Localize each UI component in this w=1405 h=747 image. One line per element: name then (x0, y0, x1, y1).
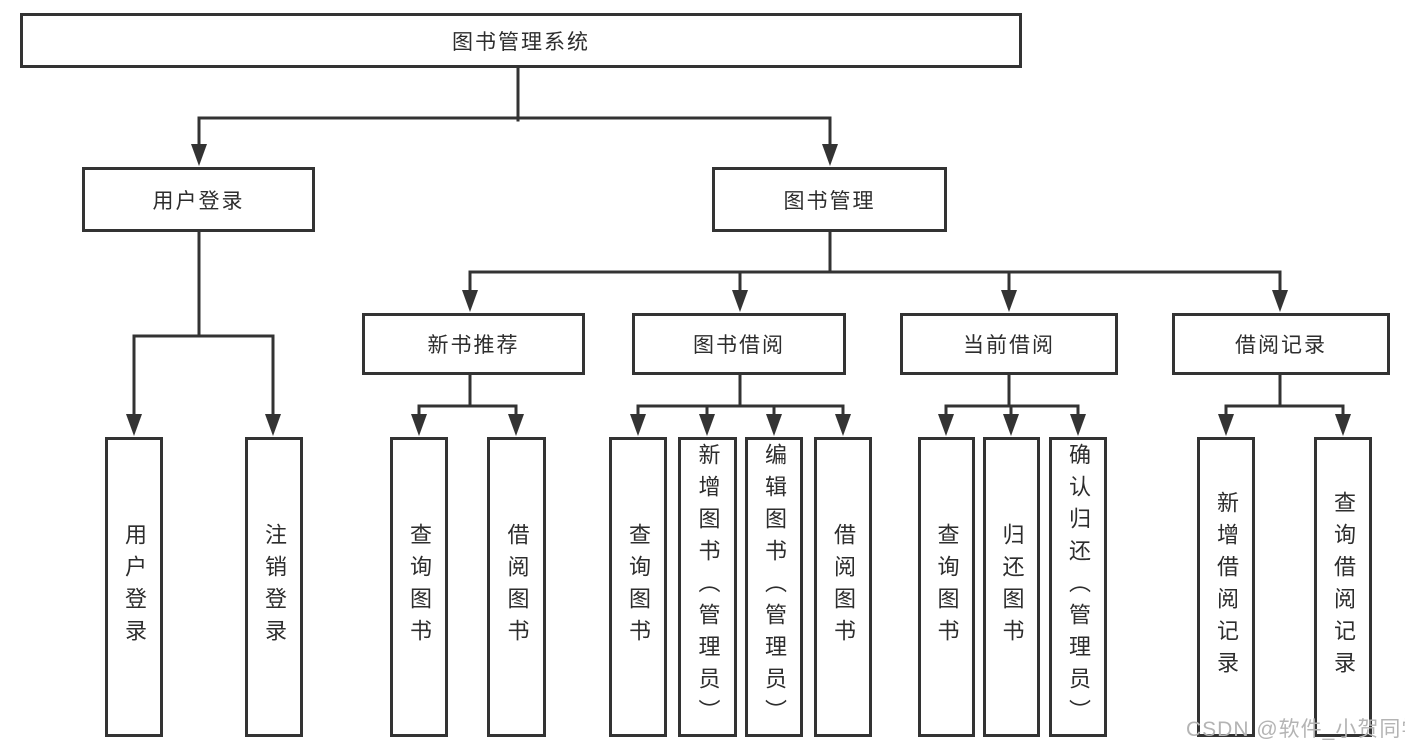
watermark: CSDN @软件_小贺同学 (1186, 718, 1405, 741)
leaf-query-books-current: 查询图书 (918, 437, 975, 737)
leaf-confirm-return-admin: 确认归还（管理员） (1049, 437, 1107, 737)
leaf-borrow-books-recommend: 借阅图书 (487, 437, 546, 737)
leaf-borrow-books: 借阅图书 (814, 437, 872, 737)
leaf-query-books-borrowing: 查询图书 (609, 437, 667, 737)
node-new-book-recommendation: 新书推荐 (362, 313, 585, 375)
leaf-user-login: 用户登录 (105, 437, 163, 737)
leaf-query-books-recommend: 查询图书 (390, 437, 448, 737)
node-user-login: 用户登录 (82, 167, 315, 232)
leaf-query-borrow-record: 查询借阅记录 (1314, 437, 1372, 737)
leaf-add-books-admin: 新增图书（管理员） (678, 437, 737, 737)
leaf-edit-books-admin: 编辑图书（管理员） (745, 437, 803, 737)
node-current-borrowing: 当前借阅 (900, 313, 1118, 375)
node-library-management-system: 图书管理系统 (20, 13, 1022, 68)
node-book-borrowing: 图书借阅 (632, 313, 846, 375)
node-borrowing-records: 借阅记录 (1172, 313, 1390, 375)
leaf-return-books: 归还图书 (983, 437, 1040, 737)
leaf-logout: 注销登录 (245, 437, 303, 737)
leaf-add-borrow-record: 新增借阅记录 (1197, 437, 1255, 737)
node-book-management: 图书管理 (712, 167, 947, 232)
